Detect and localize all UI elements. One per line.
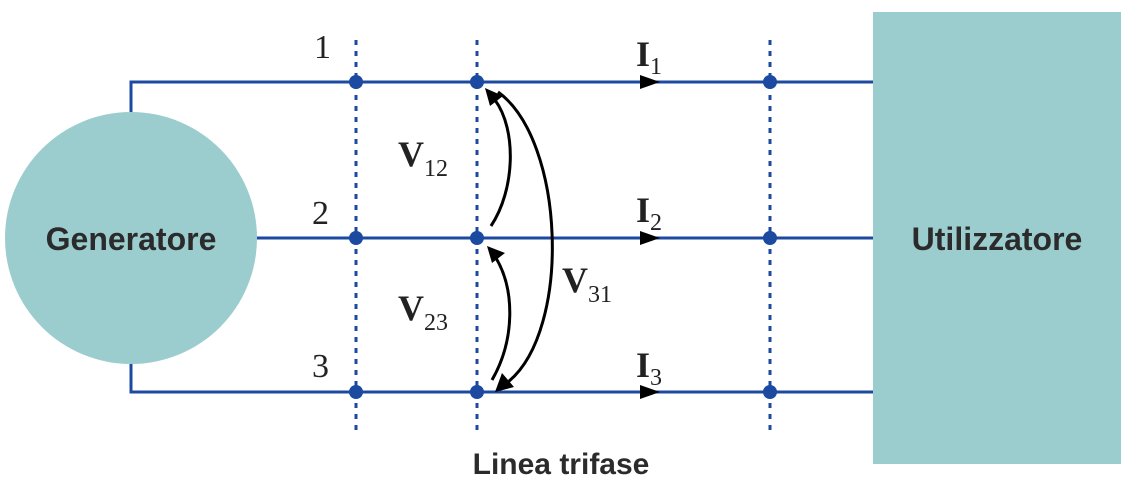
voltage-symbol-v31: V [562, 260, 588, 300]
voltage-v23-curve [490, 257, 512, 381]
voltage-v23-arrowhead [487, 246, 505, 263]
node-1c [763, 75, 777, 89]
current-sub-2: 2 [650, 210, 662, 236]
current-symbol-3: I [636, 345, 650, 385]
current-sub-3: 3 [650, 365, 662, 391]
phase-number-1: 1 [314, 29, 331, 66]
voltage-symbol-v12: V [398, 134, 424, 174]
voltage-label-v31: V31 [562, 260, 612, 308]
node-3a [349, 385, 363, 399]
generator-lead-top [129, 80, 873, 128]
voltage-v12-arrowhead [485, 88, 503, 106]
voltage-label-v12: V12 [398, 134, 448, 182]
current-arrow-3 [640, 385, 660, 399]
phase-number-2: 2 [312, 195, 329, 232]
generator-label: Generatore [46, 221, 217, 257]
node-3b [470, 385, 484, 399]
current-label-3: I3 [636, 345, 662, 391]
node-2a [349, 231, 363, 245]
current-arrow-2 [640, 231, 660, 245]
current-symbol-1: I [636, 34, 650, 74]
line-caption: Linea trifase [473, 448, 650, 481]
load-box [873, 12, 1121, 464]
current-symbol-2: I [636, 190, 650, 230]
voltage-sub-v12: 12 [424, 156, 448, 182]
node-2c [763, 231, 777, 245]
voltage-sub-v31: 31 [588, 282, 612, 308]
current-label-1: I1 [636, 34, 662, 80]
phase-number-3: 3 [312, 348, 329, 385]
voltage-label-v23: V23 [398, 288, 448, 336]
current-arrow-1 [640, 75, 660, 89]
current-sub-1: 1 [650, 54, 662, 80]
generator-circle [5, 112, 257, 364]
voltage-symbol-v23: V [398, 288, 424, 328]
node-1a [349, 75, 363, 89]
node-3c [763, 385, 777, 399]
voltage-v31-arrowhead [495, 373, 514, 392]
voltage-v31-curve [497, 90, 554, 384]
node-2b [470, 231, 484, 245]
current-label-2: I2 [636, 190, 662, 236]
load-label: Utilizzatore [912, 221, 1083, 257]
voltage-sub-v23: 23 [424, 310, 448, 336]
voltage-v12-curve [489, 99, 512, 227]
node-1b [470, 75, 484, 89]
